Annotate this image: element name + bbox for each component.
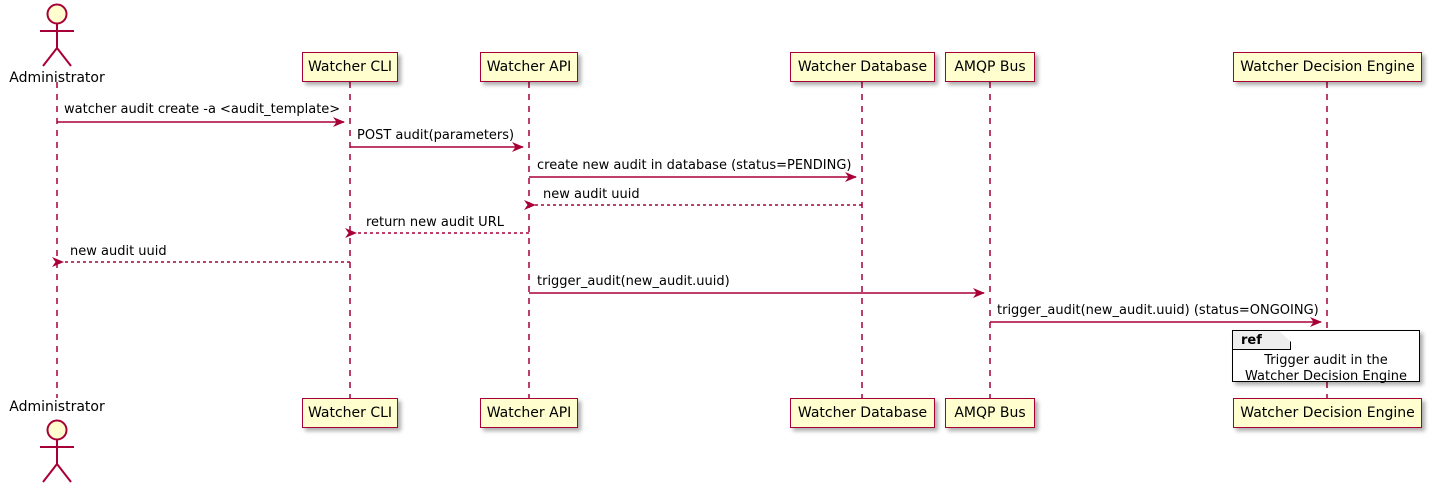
participant-footer-watcher-cli[interactable]: Watcher CLI (302, 398, 398, 428)
lifelines (56, 82, 1328, 398)
message-label-2: POST audit(parameters) (357, 128, 515, 143)
participant-label: Watcher API (486, 405, 572, 421)
participant-label: Watcher Database (797, 405, 928, 421)
message-label-1: watcher audit create -a <audit_template> (64, 102, 341, 117)
message-label-8: trigger_audit(new_audit.uuid) (status=ON… (997, 303, 1319, 318)
actor-administrator-top (40, 3, 74, 67)
actor-label-administrator-top: Administrator (9, 70, 105, 86)
actor-administrator-bottom (40, 419, 74, 483)
participant-header-amqp-bus[interactable]: AMQP Bus (945, 52, 1035, 82)
message-label-6: new audit uuid (70, 244, 167, 259)
participant-footer-amqp-bus[interactable]: AMQP Bus (945, 398, 1035, 428)
actor-label-administrator-bottom: Administrator (9, 399, 105, 415)
participant-footer-watcher-database[interactable]: Watcher Database (790, 398, 935, 428)
participant-label: AMQP Bus (954, 59, 1026, 75)
participant-label: Watcher Decision Engine (1240, 59, 1415, 75)
ref-fragment-tab: ref (1233, 331, 1291, 350)
participant-label: Watcher API (486, 59, 572, 75)
message-arrows (52, 117, 1322, 327)
participant-header-watcher-api[interactable]: Watcher API (480, 52, 578, 82)
message-label-4: new audit uuid (543, 187, 640, 202)
message-label-3: create new audit in database (status=PEN… (537, 158, 852, 173)
participant-label: AMQP Bus (954, 405, 1026, 421)
participant-footer-watcher-api[interactable]: Watcher API (480, 398, 578, 428)
ref-fragment-line-2: Watcher Decision Engine (1245, 369, 1407, 384)
message-label-7: trigger_audit(new_audit.uuid) (537, 274, 730, 289)
ref-fragment-trigger-audit[interactable]: ref Trigger audit in the Watcher Decisio… (1232, 330, 1420, 385)
participant-header-watcher-database[interactable]: Watcher Database (790, 52, 935, 82)
participant-label: Watcher Decision Engine (1240, 405, 1415, 421)
participant-header-watcher-decision-engine[interactable]: Watcher Decision Engine (1233, 52, 1422, 82)
ref-fragment-line-1: Trigger audit in the (1264, 353, 1388, 368)
participant-label: Watcher Database (797, 59, 928, 75)
participant-header-watcher-cli[interactable]: Watcher CLI (302, 52, 398, 82)
participant-footer-watcher-decision-engine[interactable]: Watcher Decision Engine (1233, 398, 1422, 428)
message-label-5: return new audit URL (366, 215, 504, 230)
participant-label: Watcher CLI (307, 59, 393, 75)
ref-fragment-body: Trigger audit in the Watcher Decision En… (1233, 353, 1419, 385)
participant-label: Watcher CLI (307, 405, 393, 421)
